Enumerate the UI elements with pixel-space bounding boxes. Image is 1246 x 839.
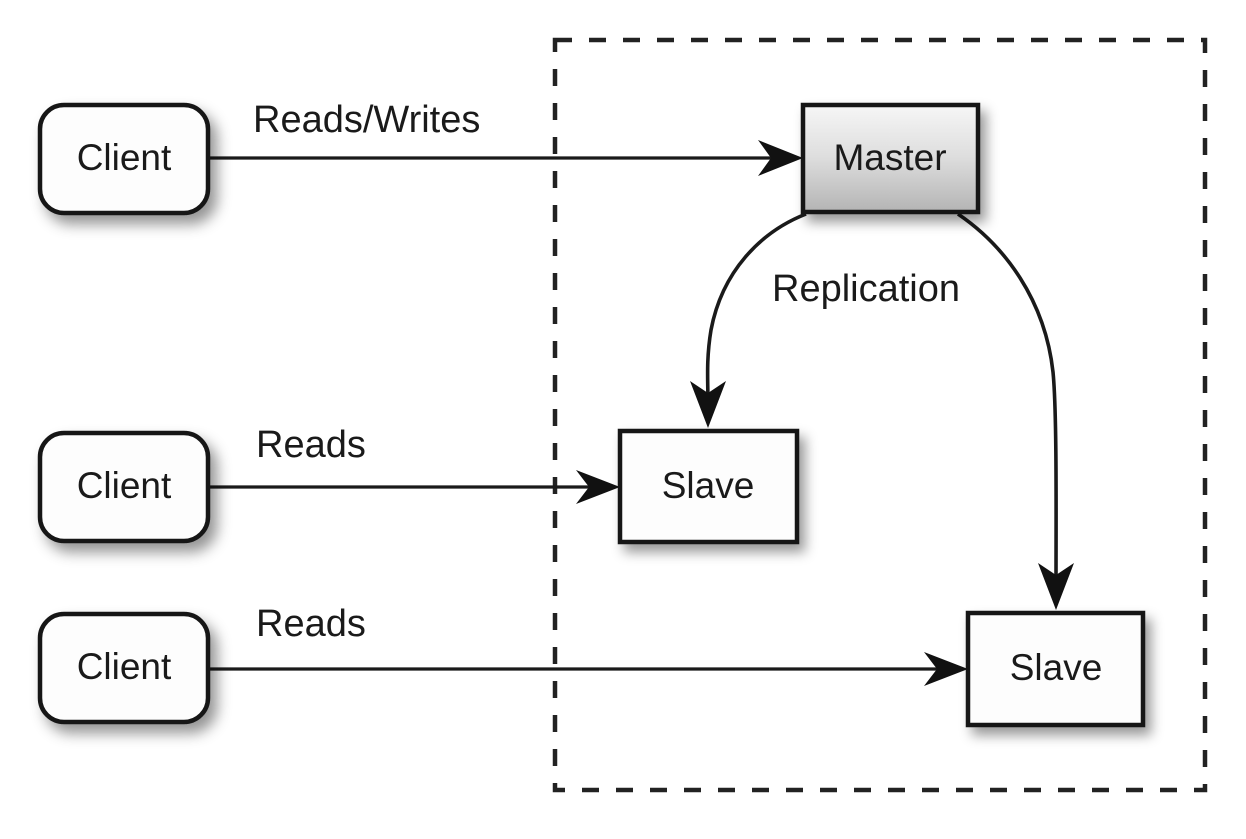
edge-client-top-to-master bbox=[208, 140, 803, 176]
client-middle-shape[interactable] bbox=[37, 430, 211, 544]
edge-label-reads-writes: Reads/Writes bbox=[253, 99, 480, 141]
node-client-top[interactable]: Client bbox=[37, 102, 211, 216]
slave-1-label: Slave bbox=[662, 465, 755, 506]
client-bottom-label: Client bbox=[77, 646, 172, 687]
slave-2-shape[interactable] bbox=[965, 610, 1146, 728]
node-master[interactable]: Master bbox=[800, 102, 981, 215]
node-slave-1[interactable]: Slave bbox=[617, 428, 800, 545]
node-client-middle[interactable]: Client bbox=[37, 430, 211, 544]
node-slave-2[interactable]: Slave bbox=[965, 610, 1146, 728]
edge-client-bottom-to-slave-2 bbox=[208, 652, 968, 686]
client-bottom-shape[interactable] bbox=[37, 611, 211, 725]
database-cluster-boundary bbox=[552, 37, 1208, 793]
edge-master-to-slave-1 bbox=[690, 212, 807, 428]
client-middle-label: Client bbox=[77, 465, 172, 506]
master-label: Master bbox=[833, 137, 946, 178]
client-top-shape[interactable] bbox=[37, 102, 211, 216]
node-client-bottom[interactable]: Client bbox=[37, 611, 211, 725]
edge-label-reads-middle: Reads bbox=[256, 424, 366, 466]
edge-label-replication: Replication bbox=[772, 268, 960, 310]
slave-2-label: Slave bbox=[1010, 647, 1103, 688]
edge-client-middle-to-slave-1 bbox=[208, 470, 620, 504]
client-top-label: Client bbox=[77, 137, 172, 178]
slave-1-shape[interactable] bbox=[617, 428, 800, 545]
master-shape[interactable] bbox=[800, 102, 981, 215]
edge-label-reads-bottom: Reads bbox=[256, 603, 366, 645]
edge-master-to-slave-2 bbox=[956, 212, 1074, 610]
